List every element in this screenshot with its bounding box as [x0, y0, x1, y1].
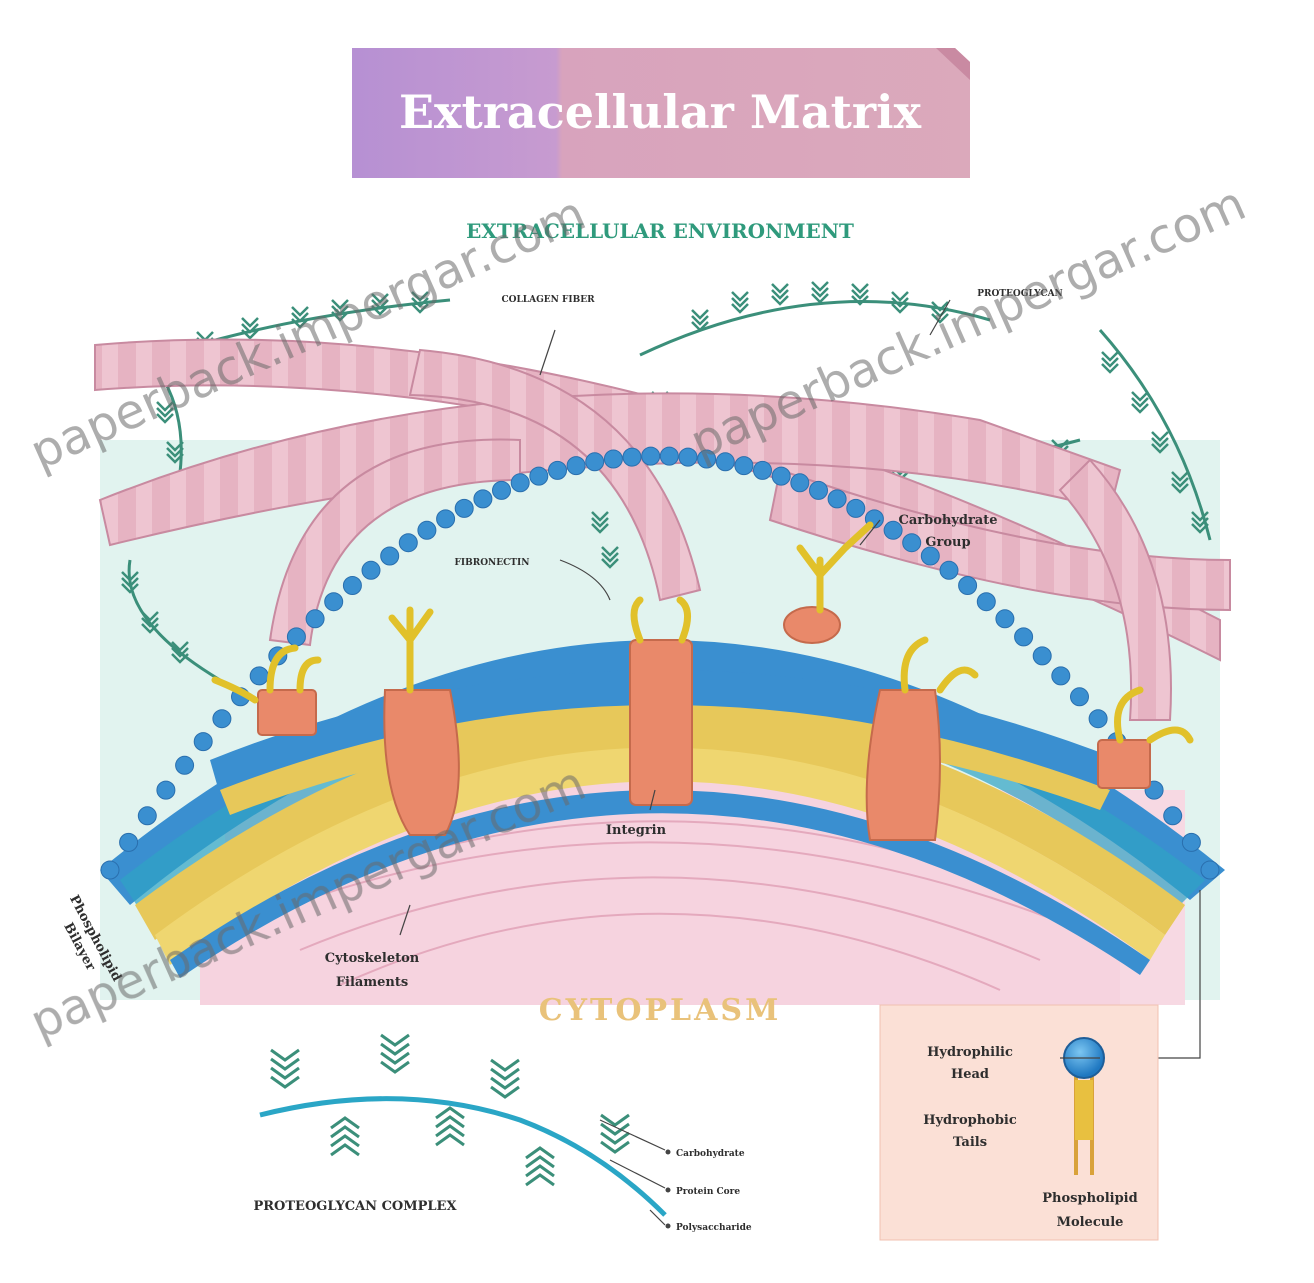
- lipid-head-icon: [735, 457, 753, 475]
- pg-protein-core-label: Protein Core: [676, 1187, 740, 1197]
- lipid-head-icon: [1071, 688, 1089, 706]
- hydrophilic-label-2: Head: [951, 1067, 989, 1082]
- title-banner: Extracellular Matrix: [352, 48, 970, 178]
- lipid-head-icon: [455, 499, 473, 517]
- pg-polysaccharide-label: Polysaccharide: [676, 1223, 752, 1233]
- lipid-head-icon: [101, 861, 119, 879]
- lipid-head-icon: [772, 467, 790, 485]
- pg-carbohydrate-label: Carbohydrate: [676, 1149, 745, 1159]
- lipid-head-icon: [977, 593, 995, 611]
- cytoskeleton-label-1: Cytoskeleton: [325, 951, 420, 966]
- lipid-head-icon: [325, 593, 343, 611]
- lipid-head-icon: [623, 448, 641, 466]
- lipid-head-icon: [567, 457, 585, 475]
- lipid-head-icon: [1089, 710, 1107, 728]
- lipid-head-icon: [213, 710, 231, 728]
- proteoglycan-complex-title: PROTEOGLYCAN COMPLEX: [253, 1199, 457, 1214]
- proteoglycan-complex: Carbohydrate Protein Core Polysaccharide…: [253, 1035, 751, 1233]
- lipid-head-icon: [1052, 667, 1070, 685]
- cytoplasm-label: CYTOPLASM: [539, 993, 782, 1028]
- lipid-head-icon: [940, 561, 958, 579]
- lipid-head-icon: [157, 781, 175, 799]
- proteoglycan-chevron-icon: [331, 1118, 359, 1155]
- lipid-head-icon: [847, 499, 865, 517]
- lipid-head-icon: [343, 577, 361, 595]
- phospholipid-molecule-label-2: Molecule: [1057, 1215, 1124, 1230]
- lipid-head-icon: [791, 474, 809, 492]
- lipid-head-icon: [250, 667, 268, 685]
- chevron-icon: [1102, 352, 1118, 372]
- lipid-head-icon: [828, 490, 846, 508]
- proteoglycan-chevron-icon: [526, 1148, 554, 1185]
- lipid-head-icon: [399, 534, 417, 552]
- lipid-head-icon: [660, 447, 678, 465]
- lipid-head-icon: [642, 447, 660, 465]
- lipid-head-icon: [381, 547, 399, 565]
- proteoglycan-chevron-icon: [436, 1108, 464, 1145]
- proteoglycan-chevron-icon: [601, 1115, 629, 1152]
- lipid-head-icon: [306, 610, 324, 628]
- chevron-icon: [1132, 392, 1148, 412]
- cytoskeleton-label-2: Filaments: [336, 975, 408, 990]
- lipid-head-icon: [176, 756, 194, 774]
- fibronectin-label: FIBRONECTIN: [455, 558, 530, 568]
- chevron-icon: [812, 282, 828, 302]
- lipid-head-icon: [138, 807, 156, 825]
- carbohydrate-label-2: Group: [925, 535, 970, 550]
- proteoglycan-chevron-icon: [381, 1035, 409, 1072]
- hydrophobic-label-1: Hydrophobic: [923, 1113, 1017, 1128]
- lipid-head-icon: [1033, 647, 1051, 665]
- lipid-head-icon: [1201, 861, 1219, 879]
- lipid-head-icon: [194, 733, 212, 751]
- lipid-head-icon: [511, 474, 529, 492]
- chevron-icon: [772, 284, 788, 304]
- lipid-head-icon: [1164, 807, 1182, 825]
- lipid-head-icon: [362, 561, 380, 579]
- integrin-label: Integrin: [606, 823, 667, 838]
- lipid-head-icon: [996, 610, 1014, 628]
- phospholipid-molecule-label-1: Phospholipid: [1042, 1191, 1137, 1206]
- page-title: Extracellular Matrix: [399, 85, 922, 139]
- lipid-head-icon: [437, 510, 455, 528]
- phospholipid-inset: Hydrophilic Head Hydrophobic Tails Phosp…: [880, 1005, 1158, 1240]
- lipid-head-icon: [549, 461, 567, 479]
- lipid-head-icon: [586, 453, 604, 471]
- lipid-head-icon: [754, 461, 772, 479]
- lipid-head-icon: [530, 467, 548, 485]
- carbohydrate-label-1: Carbohydrate: [898, 513, 997, 528]
- lipid-head-icon: [810, 481, 828, 499]
- lipid-head-icon: [120, 833, 138, 851]
- lipid-head-icon: [903, 534, 921, 552]
- lipid-head-icon: [604, 450, 622, 468]
- lipid-head-icon: [679, 448, 697, 466]
- lipid-head-icon: [474, 490, 492, 508]
- hydrophilic-label-1: Hydrophilic: [927, 1045, 1013, 1060]
- lipid-head-icon: [1182, 833, 1200, 851]
- lipid-head-icon: [959, 577, 977, 595]
- chevron-icon: [732, 292, 748, 312]
- hydrophobic-label-2: Tails: [953, 1135, 987, 1150]
- lipid-head-icon: [493, 481, 511, 499]
- lipid-head-icon: [418, 521, 436, 539]
- proteoglycan-chevron-icon: [271, 1050, 299, 1087]
- lipid-head-icon: [1015, 628, 1033, 646]
- collagen-label-1: COLLAGEN FIBER: [501, 295, 595, 305]
- lipid-head-icon: [287, 628, 305, 646]
- proteoglycan-chevron-icon: [491, 1060, 519, 1097]
